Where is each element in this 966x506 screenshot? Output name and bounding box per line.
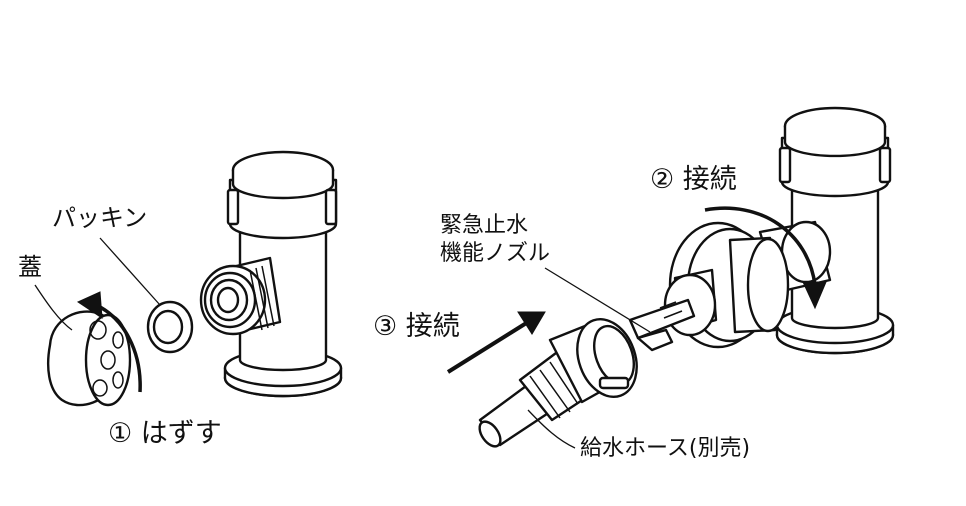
cap-label: 蓋 xyxy=(18,253,42,281)
packing-ring xyxy=(146,300,194,354)
nozzle-leader-line xyxy=(544,267,651,333)
packing-leader-line xyxy=(99,237,161,306)
water-hose-label: 給水ホース(別売) xyxy=(580,436,751,461)
emergency-stop-nozzle-label: 緊急止水 機能ノズル xyxy=(440,212,550,268)
step3-connect-label: ③ 接続 xyxy=(373,311,460,342)
step3-push-arrow xyxy=(446,311,546,374)
emergency-stop-nozzle xyxy=(628,220,832,352)
hose-leader-line xyxy=(527,409,576,449)
nozzle-label-line2: 機能ノズル xyxy=(440,241,551,266)
water-supply-hose xyxy=(478,318,638,448)
step1-remove-label: ① はずす xyxy=(108,418,222,449)
step2-rotate-arrow xyxy=(704,206,827,310)
nozzle-label-line1: 緊急止水 xyxy=(440,213,529,238)
step1-rotate-arrow xyxy=(76,291,142,393)
cap-part xyxy=(47,310,132,407)
packing-label: パッキン xyxy=(52,204,148,232)
left-valve xyxy=(199,150,343,398)
step2-connect-label: ② 接続 xyxy=(650,164,737,195)
cap-leader-line xyxy=(34,284,73,331)
